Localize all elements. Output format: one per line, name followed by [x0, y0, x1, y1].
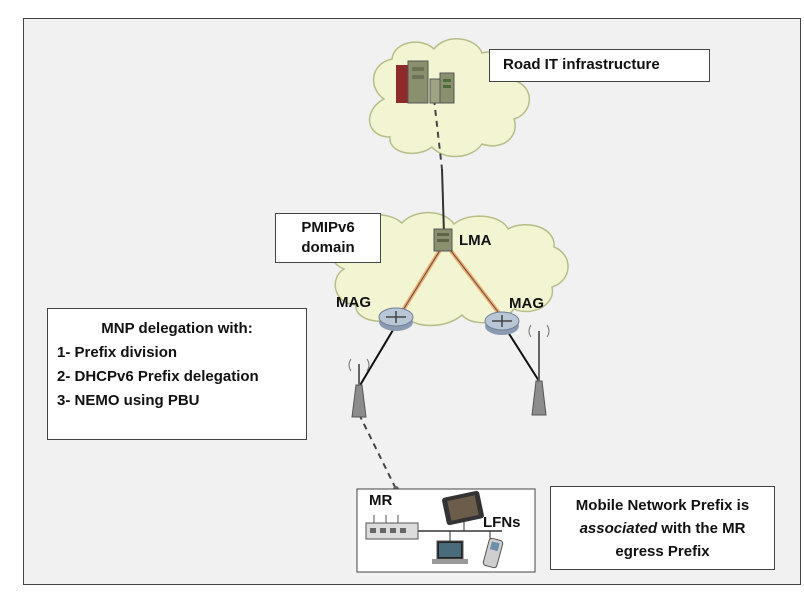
- mag-left-antenna-link: [358, 324, 397, 388]
- lma-mag-right-link-core: [447, 246, 503, 318]
- lma-server-icon: [433, 228, 453, 252]
- mnp-item-3: 3- NEMO using PBU: [57, 392, 200, 409]
- antenna-left-icon: [348, 358, 370, 418]
- mag-right-label: MAG: [509, 295, 544, 312]
- prefix-line2: associated with the MR: [551, 517, 774, 540]
- mag-right-antenna-link: [505, 328, 540, 382]
- mr-router-icon: [365, 515, 419, 540]
- mr-label: MR: [369, 492, 393, 509]
- server-lma-link-solid: [441, 168, 445, 235]
- network-diagram: [328, 38, 569, 573]
- mag-left-label: MAG: [336, 294, 371, 311]
- tablet-icon: [442, 490, 484, 531]
- mnp-delegation-box: MNP delegation with: 1- Prefix division …: [47, 308, 307, 440]
- lma-label: LMA: [459, 232, 492, 249]
- pmip-label-line1: PMIPv6: [301, 219, 355, 236]
- prefix-association-box: Mobile Network Prefix is associated with…: [550, 486, 775, 570]
- prefix-line3: egress Prefix: [615, 543, 710, 560]
- mnp-item-1: 1- Prefix division: [57, 344, 178, 361]
- road-it-label-box: Road IT infrastructure: [489, 49, 710, 82]
- mnp-item-2: 2- DHCPv6 Prefix delegation: [57, 368, 259, 385]
- prefix-line2-em: associated: [579, 520, 658, 537]
- mag-right-router-icon: [484, 311, 520, 335]
- lfns-label: LFNs: [483, 514, 521, 531]
- antenna-mr-link-dashed: [358, 413, 397, 490]
- lma-mag-left-link-core: [399, 246, 443, 316]
- pmip-domain-box: PMIPv6 domain: [275, 213, 381, 263]
- antenna-right-icon: [528, 324, 550, 416]
- prefix-line2-rest: with the MR: [657, 520, 746, 537]
- mnp-title: MNP delegation with:: [101, 320, 253, 337]
- server-lma-link-dashed: [433, 98, 443, 170]
- mag-left-router-icon: [378, 307, 414, 331]
- phone-icon: [482, 531, 504, 569]
- server-icon: [396, 60, 455, 104]
- prefix-line1: Mobile Network Prefix is: [575, 497, 750, 514]
- laptop-icon: [432, 531, 468, 564]
- road-it-label: Road IT infrastructure: [503, 56, 660, 73]
- diagram-frame: Road IT infrastructure PMIPv6 domain LMA…: [23, 18, 801, 585]
- pmip-label-line2: domain: [301, 239, 355, 256]
